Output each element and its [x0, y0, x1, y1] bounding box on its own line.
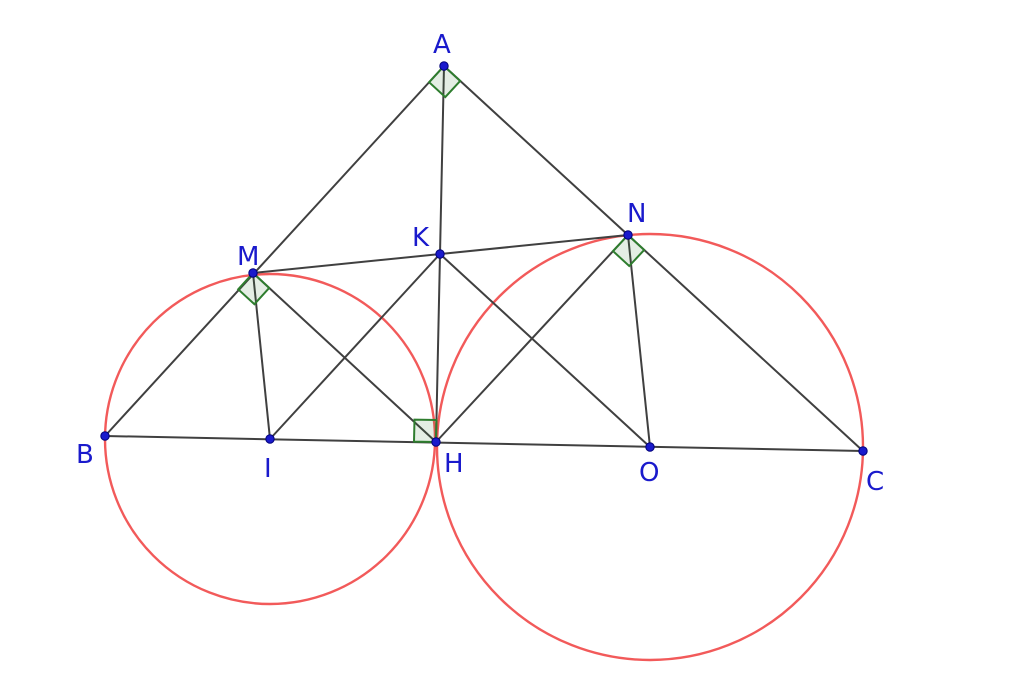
point-K [435, 249, 445, 259]
segment-BC [104, 435, 864, 452]
labels-layer: A B C H M N K I O [76, 30, 884, 497]
point-label-K: K [412, 223, 430, 253]
right-angle-mark-N [611, 233, 646, 268]
point-C [858, 446, 868, 456]
right-angle-mark-M [236, 271, 271, 306]
point-label-H: H [444, 449, 464, 479]
segments-layer [104, 65, 864, 452]
point-label-A: A [433, 30, 451, 60]
point-H [431, 437, 441, 447]
point-label-I: I [264, 454, 272, 484]
point-label-B: B [76, 440, 94, 470]
right-angle-marks-layer [236, 64, 646, 444]
circles-layer [103, 232, 865, 662]
point-label-N: N [627, 199, 646, 229]
point-N [623, 230, 633, 240]
point-A [439, 61, 449, 71]
right-angle-mark-A [427, 64, 462, 99]
segment-MI [252, 272, 271, 440]
segment-AB [104, 65, 445, 437]
point-O [645, 442, 655, 452]
segment-NO [627, 234, 651, 448]
right-angle-mark-H [412, 418, 438, 444]
point-I [265, 434, 275, 444]
points-layer [100, 61, 868, 456]
segment-KO [439, 253, 651, 448]
point-label-O: O [639, 458, 659, 488]
point-M [248, 268, 258, 278]
segment-KI [269, 253, 441, 440]
point-B [100, 431, 110, 441]
segment-AC [443, 65, 864, 452]
point-label-C: C [866, 467, 884, 497]
point-label-M: M [237, 242, 259, 272]
